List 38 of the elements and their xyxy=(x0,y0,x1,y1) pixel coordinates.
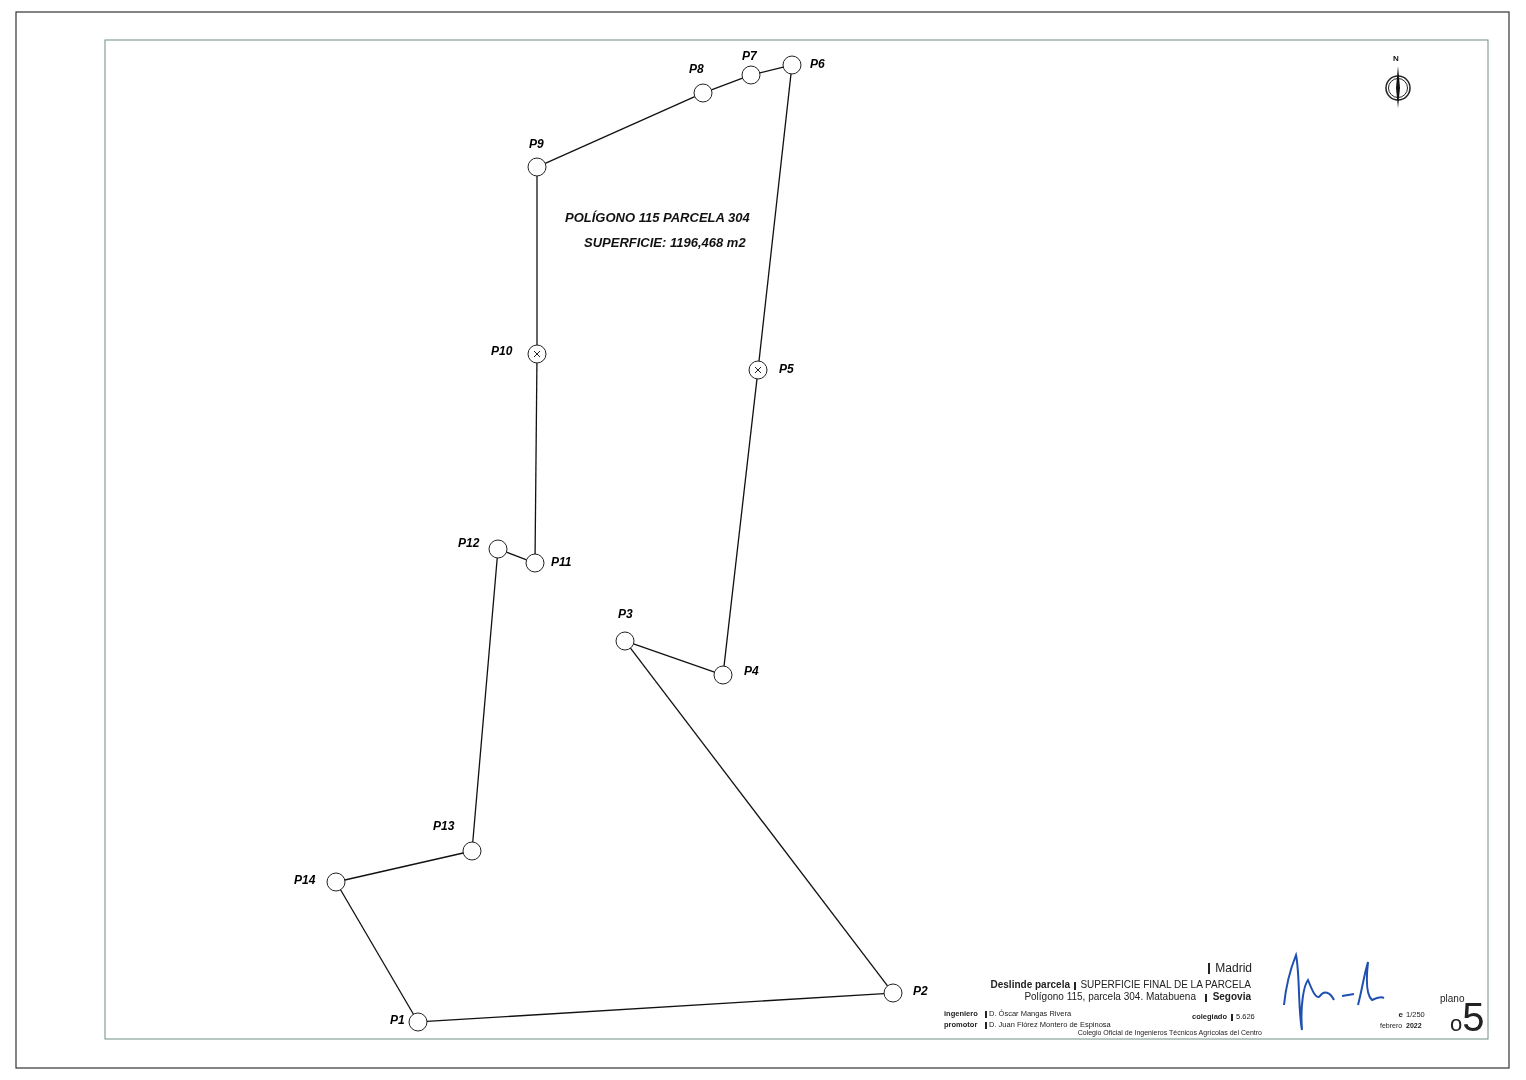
boundary-line xyxy=(339,889,415,1015)
point-label: P11 xyxy=(551,556,572,568)
boundary-line xyxy=(505,551,528,561)
title-text: SUPERFICIE FINAL DE LA PARCELA xyxy=(1080,980,1251,990)
point-label: P10 xyxy=(491,345,513,357)
boundary-line xyxy=(632,643,716,673)
boundary-line xyxy=(629,647,889,987)
title-text: e xyxy=(1398,1011,1403,1019)
area-label: SUPERFICIE: 1196,468 m2 xyxy=(584,236,746,249)
boundary-line xyxy=(344,852,464,881)
point-label: P2 xyxy=(913,985,928,997)
boundary-line xyxy=(759,66,784,74)
boundary-line xyxy=(534,362,538,555)
boundary-line xyxy=(472,557,498,843)
title-text: Deslinde parcela xyxy=(990,980,1070,990)
point-label: P3 xyxy=(618,608,633,620)
title-text: Madrid xyxy=(1215,962,1252,974)
boundary-line xyxy=(536,175,538,346)
boundary-line xyxy=(544,96,696,164)
point-label: P13 xyxy=(433,820,455,832)
boundary-line xyxy=(723,378,758,667)
point-label: P14 xyxy=(294,874,316,886)
point-label: P5 xyxy=(779,363,794,375)
title-text: plano xyxy=(1440,994,1465,1004)
title-text: Polígono 115, parcela 304. Matabuena xyxy=(1024,992,1196,1002)
point-label: P9 xyxy=(529,138,544,150)
point-label: P7 xyxy=(742,50,757,62)
boundary-line xyxy=(426,992,885,1023)
point-label: P8 xyxy=(689,63,704,75)
point-label: P4 xyxy=(744,665,759,677)
boundary-line xyxy=(710,77,744,91)
point-label: P6 xyxy=(810,58,825,70)
north-letter: N xyxy=(1393,55,1399,63)
point-label: P1 xyxy=(390,1014,405,1026)
title-text: Segovia xyxy=(1212,992,1251,1002)
point-label: P12 xyxy=(458,537,480,549)
boundary-line xyxy=(758,73,792,362)
parcel-title: POLÍGONO 115 PARCELA 304 xyxy=(565,211,750,224)
